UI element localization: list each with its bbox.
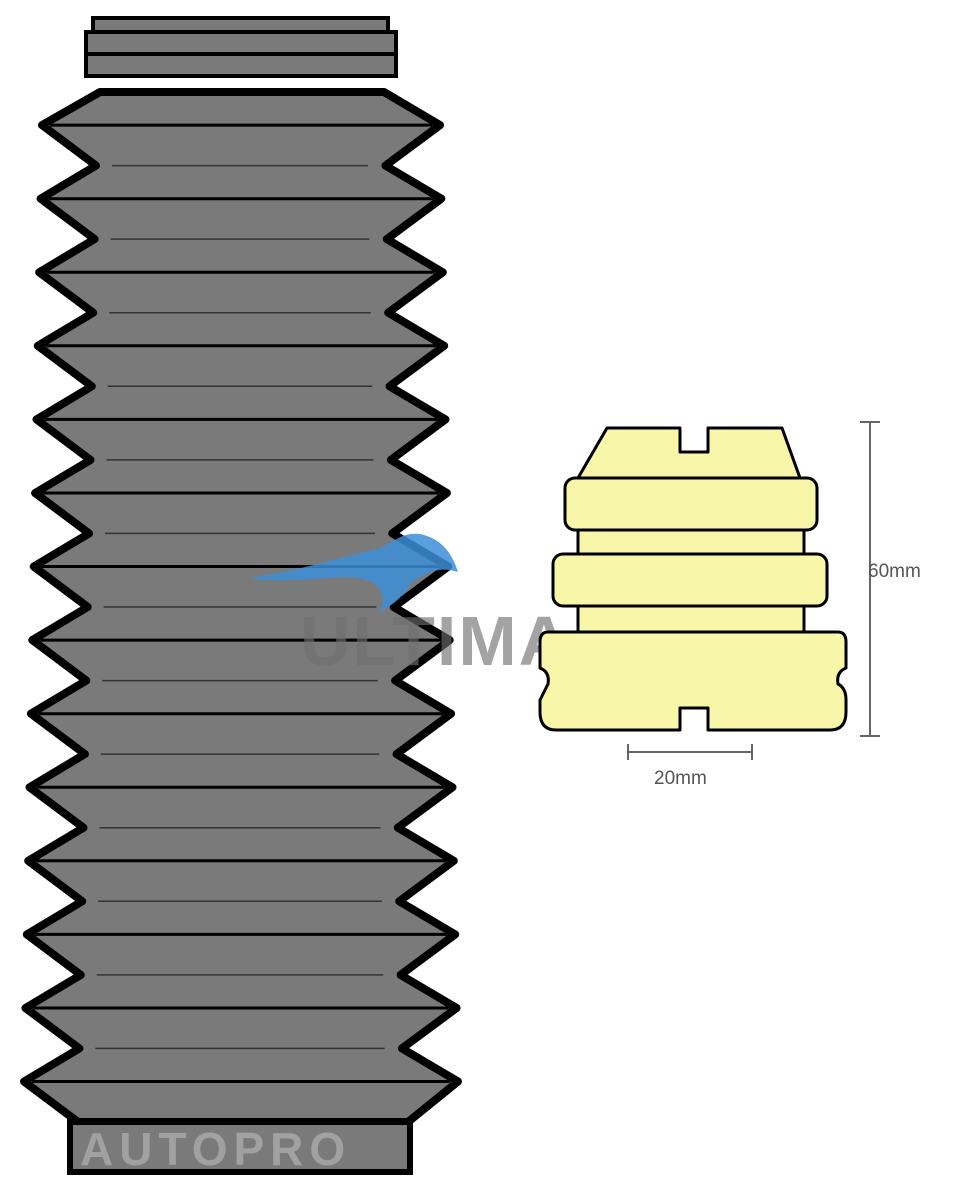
watermark-brand: ULTIMA bbox=[300, 602, 571, 680]
bump-stop-middle-ring bbox=[551, 552, 829, 608]
kangaroo-logo-icon bbox=[250, 533, 458, 612]
height-dimension bbox=[860, 421, 880, 737]
bump-stop-base bbox=[538, 630, 848, 732]
height-dimension-label: 60mm bbox=[868, 561, 921, 582]
width-dimension-label: 20mm bbox=[654, 768, 707, 789]
boot-top-ring bbox=[84, 52, 398, 78]
dust-boot bbox=[20, 16, 462, 1175]
watermark: ULTIMA AUTOPRO bbox=[80, 533, 571, 1175]
boot-top-ring bbox=[84, 30, 398, 56]
bump-stop-top-tier bbox=[576, 426, 802, 480]
boot-bottom-collar bbox=[67, 1119, 413, 1175]
watermark-bottom-mark: AUTOPRO bbox=[80, 1123, 351, 1175]
bump-stop-neck bbox=[576, 528, 806, 556]
bump-stop bbox=[538, 426, 848, 732]
bump-stop-upper-ring bbox=[563, 476, 819, 532]
width-dimension bbox=[627, 744, 753, 760]
bump-stop-neck bbox=[576, 604, 806, 634]
